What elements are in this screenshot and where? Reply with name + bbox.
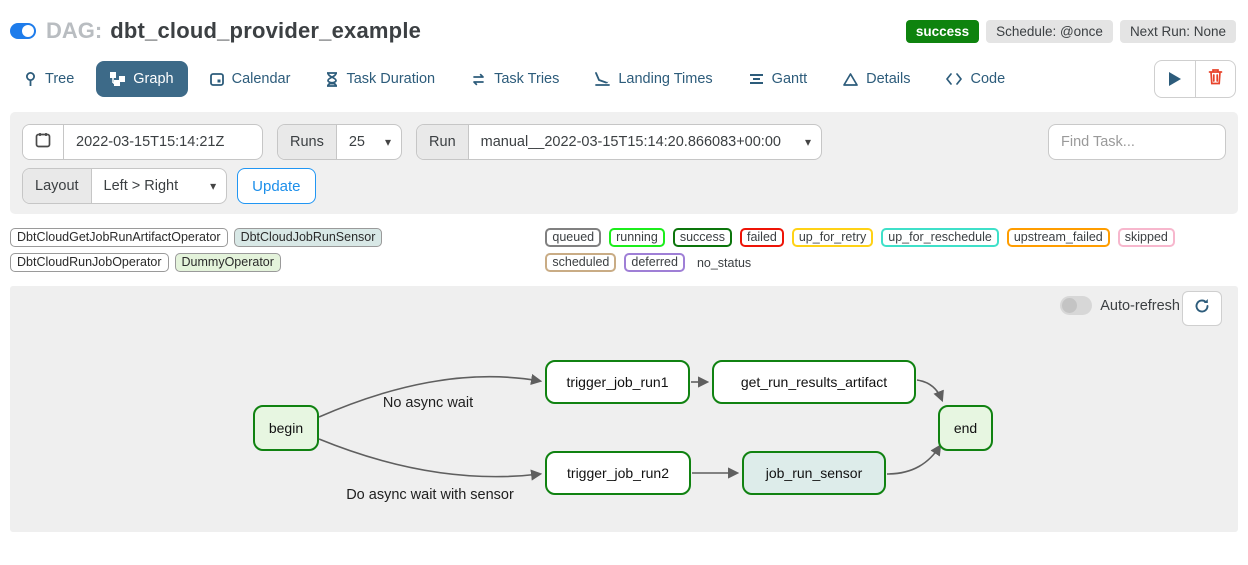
tree-pin-icon bbox=[24, 71, 37, 87]
toggle-knob bbox=[22, 25, 34, 37]
filter-bar: 2022-03-15T15:14:21Z Runs 25 ▾ Run manua… bbox=[10, 112, 1238, 214]
status-legend-badge: up_for_retry bbox=[791, 228, 874, 247]
auto-refresh-toggle[interactable] bbox=[1060, 296, 1093, 315]
edge-label: Do async wait with sensor bbox=[346, 487, 514, 503]
refresh-icon bbox=[1194, 298, 1210, 319]
layout-group: Layout Left > Right ▾ bbox=[22, 168, 228, 204]
dag-header: DAG: dbt_cloud_provider_example success … bbox=[0, 0, 1248, 54]
operator-legend-badge: DbtCloudRunJobOperator bbox=[10, 253, 169, 272]
run-group: Run manual__2022-03-15T15:14:20.866083+0… bbox=[416, 124, 822, 160]
calendar-icon bbox=[35, 132, 51, 152]
run-select[interactable]: manual__2022-03-15T15:14:20.866083+00:00 bbox=[480, 134, 781, 150]
find-task-input[interactable] bbox=[1048, 124, 1226, 160]
status-legend-badge: queued bbox=[545, 228, 602, 247]
refresh-button[interactable] bbox=[1182, 291, 1222, 326]
tab-label: Task Tries bbox=[494, 71, 560, 87]
chevron-down-icon: ▾ bbox=[385, 135, 392, 149]
operator-legend-badge: DbtCloudGetJobRunArtifactOperator bbox=[10, 228, 228, 247]
dag-pause-toggle[interactable] bbox=[10, 23, 36, 39]
repeat-icon bbox=[471, 73, 486, 86]
dag-edges bbox=[318, 373, 944, 481]
graph-node-end[interactable]: end bbox=[938, 405, 993, 451]
details-triangle-icon bbox=[843, 72, 858, 86]
dag-title: dbt_cloud_provider_example bbox=[110, 18, 422, 43]
tab-label: Details bbox=[866, 71, 911, 87]
plane-landing-icon bbox=[595, 72, 611, 86]
status-legend-badge: skipped bbox=[1117, 228, 1175, 247]
hourglass-icon bbox=[326, 71, 338, 87]
auto-refresh-label: Auto-refresh bbox=[1100, 297, 1180, 314]
graph-panel: begin trigger_job_run1 get_run_results_art… bbox=[10, 286, 1238, 532]
delete-dag-button[interactable] bbox=[1195, 61, 1235, 97]
tab-gantt[interactable]: Gantt bbox=[735, 61, 821, 97]
layout-select[interactable]: Left > Right bbox=[103, 178, 179, 194]
schedule-badge[interactable]: Schedule: @once bbox=[986, 19, 1113, 43]
status-legend-badge: scheduled bbox=[545, 253, 617, 272]
runs-group: Runs 25 ▾ bbox=[277, 124, 403, 160]
tab-tree[interactable]: Tree bbox=[10, 61, 88, 97]
tab-code[interactable]: Code bbox=[932, 61, 1019, 97]
tab-details[interactable]: Details bbox=[829, 61, 924, 97]
runs-select[interactable]: 25 bbox=[348, 134, 365, 150]
status-legend-badge: failed bbox=[739, 228, 784, 247]
graph-node-trigger_job_run1[interactable]: trigger_job_run1 bbox=[545, 360, 690, 404]
run-label: Run bbox=[417, 125, 469, 159]
toggle-knob bbox=[1062, 298, 1078, 313]
trash-icon bbox=[1208, 68, 1223, 90]
status-legend-badge: running bbox=[609, 228, 665, 247]
status-legend: queued running success failed up_for_retry up… bbox=[545, 228, 1236, 272]
layout-label: Layout bbox=[23, 169, 92, 203]
tab-graph[interactable]: Graph bbox=[96, 61, 188, 97]
tab-label: Tree bbox=[45, 71, 75, 87]
tab-label: Task Duration bbox=[346, 71, 436, 87]
graph-node-get_run_results_artifact[interactable]: get_run_results_artifact bbox=[712, 360, 916, 404]
code-icon bbox=[946, 73, 963, 85]
status-legend-badge: up_for_reschedule bbox=[881, 228, 999, 247]
graph-node-job_run_sensor[interactable]: job_run_sensor bbox=[742, 451, 886, 495]
view-tabbar: Tree Graph Calendar Task Duration Task T… bbox=[0, 54, 1248, 108]
chevron-down-icon: ▾ bbox=[210, 179, 217, 193]
tab-landing-times[interactable]: Landing Times bbox=[581, 61, 726, 97]
tab-task-duration[interactable]: Task Duration bbox=[312, 61, 449, 97]
dag-prefix-label: DAG: bbox=[46, 18, 103, 43]
status-legend-badge: deferred bbox=[624, 253, 685, 272]
tab-label: Graph bbox=[133, 71, 174, 87]
trigger-dag-button[interactable] bbox=[1155, 61, 1195, 97]
graph-icon bbox=[110, 72, 126, 86]
base-date-group: 2022-03-15T15:14:21Z bbox=[22, 124, 263, 160]
gantt-icon bbox=[749, 73, 764, 85]
status-badge: success bbox=[905, 19, 980, 43]
tab-label: Calendar bbox=[231, 71, 291, 87]
tab-task-tries[interactable]: Task Tries bbox=[457, 61, 573, 97]
tab-calendar[interactable]: Calendar bbox=[196, 61, 305, 97]
operator-legend-badge: DbtCloudJobRunSensor bbox=[233, 228, 383, 247]
status-legend-badge: success bbox=[672, 228, 732, 247]
runs-label: Runs bbox=[278, 125, 337, 159]
tab-label: Gantt bbox=[771, 71, 808, 87]
base-date-input[interactable]: 2022-03-15T15:14:21Z bbox=[76, 134, 225, 150]
update-button[interactable]: Update bbox=[237, 168, 316, 204]
tab-label: Landing Times bbox=[618, 71, 713, 87]
graph-node-trigger_job_run2[interactable]: trigger_job_run2 bbox=[545, 451, 691, 495]
tab-label: Code bbox=[970, 71, 1006, 87]
chevron-down-icon: ▾ bbox=[804, 135, 811, 149]
next-run-badge: Next Run: None bbox=[1119, 19, 1236, 43]
status-legend-badge: upstream_failed bbox=[1006, 228, 1110, 247]
calendar-picker-button[interactable] bbox=[23, 125, 64, 159]
graph-node-begin[interactable]: begin bbox=[253, 405, 319, 451]
play-icon bbox=[1169, 72, 1181, 86]
operator-legend-badge: DummyOperator bbox=[174, 253, 281, 272]
no-status-label: no_status bbox=[696, 255, 752, 270]
calendar-icon bbox=[209, 72, 224, 86]
edge-label: No async wait bbox=[382, 395, 474, 411]
